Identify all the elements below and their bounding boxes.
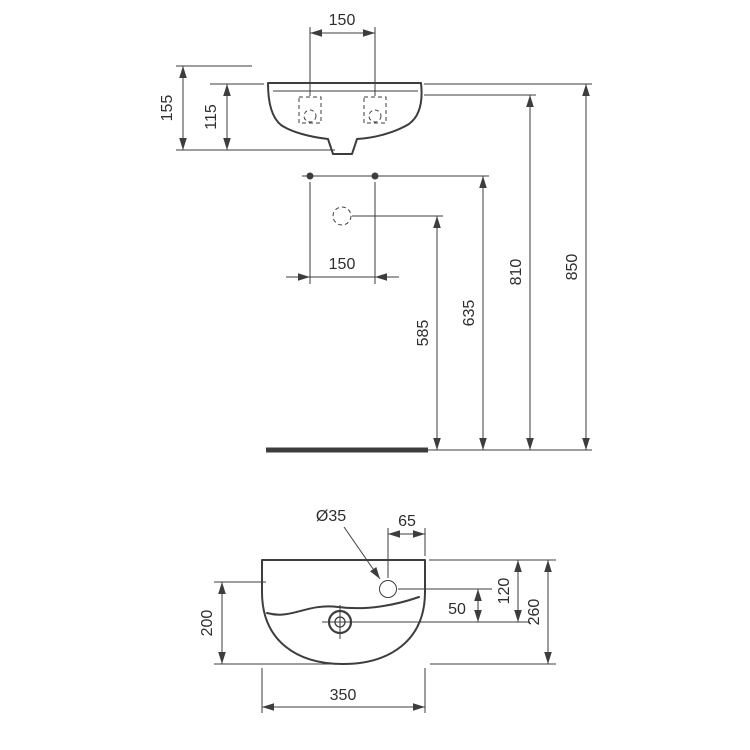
dim-overall-width: 350 [261,668,426,713]
dim-drain-from-rear: 120 [429,559,556,622]
dim-585-label: 585 [415,320,432,347]
dim-tap-from-right: 65 [387,513,426,578]
dim-tap-spacing: 150 [309,12,376,96]
dim-155-label: 155 [159,95,176,122]
dim-overall-depth: 260 [430,560,556,665]
dim-total-depth: 155 [159,65,335,151]
waste-outlet-circle [332,206,352,226]
dim-200-label: 200 [199,610,216,637]
dim-d35-label: Ø35 [316,508,346,525]
front-view: 150 155 115 150 585 [159,12,592,453]
tap-hole-right-outline [363,96,387,124]
dim-fixing-spacing-label: 150 [329,256,356,273]
dim-350-label: 350 [330,687,357,704]
dim-115-label: 115 [203,104,220,130]
dim-tap-spacing-label: 150 [329,12,356,29]
dim-65-label: 65 [398,513,416,530]
basin-plan-outline [261,559,426,665]
tap-hole-left-outline [298,96,322,124]
dim-outlet-height: 585 [415,216,441,450]
dim-bowl-depth: 200 [199,581,343,665]
dim-fixing-spacing: 150 [286,182,399,284]
tap-hole-right-circle [368,109,382,123]
leader-line [343,526,381,580]
dim-apron-height: 115 [203,83,264,150]
dim-underside-height: 810 [424,94,536,450]
tap-hole [379,580,397,598]
dim-tap-diameter: Ø35 [316,508,381,580]
bowl-front-wave [266,596,420,616]
dim-810-label: 810 [508,259,525,286]
dim-fixing-height: 635 [461,176,487,450]
dim-tap-to-drain: 50 [448,589,482,622]
dim-260-label: 260 [526,599,543,626]
dim-50-label: 50 [448,601,466,618]
tap-hole-left-circle [303,109,317,123]
plan-view: Ø35 65 50 120 260 [199,508,556,713]
dim-850-label: 850 [564,254,581,281]
dim-635-label: 635 [461,300,478,327]
basin-side-profile [267,82,423,155]
dim-rim-height: 850 [424,83,592,450]
dim-120-label: 120 [496,578,513,605]
